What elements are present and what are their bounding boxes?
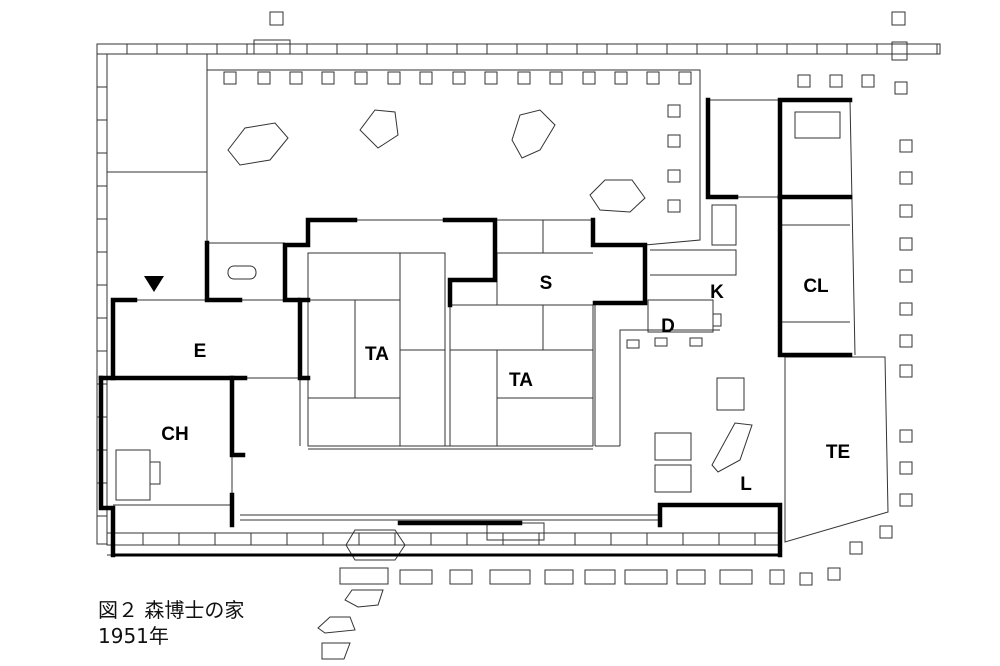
garden-square (899, 237, 913, 251)
garden-square (646, 71, 660, 85)
garden-square (899, 204, 913, 218)
garden-square (849, 541, 863, 555)
garden-square (899, 364, 913, 378)
room-label-kitchen: K (710, 282, 724, 303)
garden-square (899, 429, 913, 443)
garden-square (484, 71, 498, 85)
garden-square (879, 525, 893, 539)
garden-square (354, 71, 368, 85)
paving-stone (719, 569, 753, 585)
garden-square (899, 461, 913, 475)
figure-caption-year: 1951年 (98, 624, 169, 648)
garden-square (452, 71, 466, 85)
garden-square (667, 104, 681, 118)
garden-square (899, 171, 913, 185)
garden-square (827, 567, 841, 581)
garden-square (899, 493, 913, 507)
garden-square (223, 71, 237, 85)
stepping-squares (223, 71, 913, 586)
room-label-tatami-1: TA (365, 344, 389, 365)
garden-square (614, 71, 628, 85)
garden-square (387, 71, 401, 85)
room-label-child: CH (161, 424, 188, 445)
garden-square (419, 71, 433, 85)
room-label-living: L (740, 474, 752, 495)
paving-stone (449, 569, 473, 585)
garden-square (582, 71, 596, 85)
paving-stone (544, 569, 574, 585)
garden-square (257, 71, 271, 85)
garden-square (799, 572, 813, 586)
garden-square (289, 71, 303, 85)
figure-caption-title: 図２ 森博士の家 (98, 598, 245, 622)
garden-square (861, 74, 875, 88)
room-label-dining: D (661, 316, 675, 337)
walls (98, 97, 853, 558)
garden-square (899, 302, 913, 316)
garden-square (899, 334, 913, 348)
garden-square (894, 81, 908, 95)
paving-stone (769, 569, 785, 585)
entrance-arrow-icon (144, 276, 164, 292)
garden-square (667, 199, 681, 213)
garden-square (667, 134, 681, 148)
paving-stone (584, 569, 616, 585)
garden-square (321, 71, 335, 85)
garden-square (517, 71, 531, 85)
garden-square (678, 71, 692, 85)
fence-segments (96, 44, 938, 545)
garden-square (899, 269, 913, 283)
room-label-tatami-2: TA (509, 370, 533, 391)
garden-square (797, 74, 811, 88)
garden-square (829, 74, 843, 88)
paving-stone (676, 569, 706, 585)
room-label-storage: S (540, 273, 553, 294)
garden-stones (227, 109, 753, 660)
garden-square (899, 139, 913, 153)
thin-lines (106, 54, 889, 556)
room-label-terrace: TE (826, 442, 850, 463)
paving-stone (489, 569, 531, 585)
room-label-closet: CL (803, 276, 829, 297)
room-label-entrance: E (194, 341, 207, 362)
garden-square (667, 169, 681, 183)
garden-square (549, 71, 563, 85)
paving-stone (624, 569, 668, 585)
paving-stone (399, 569, 433, 585)
